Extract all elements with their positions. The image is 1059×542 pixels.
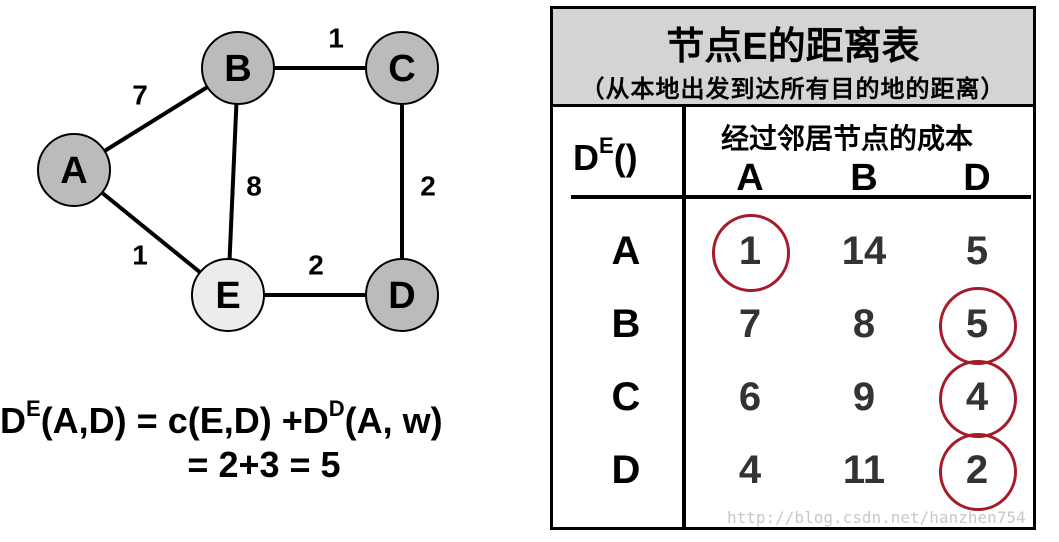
node-e: E [191, 258, 265, 332]
formula-end: (A, w) [344, 400, 443, 441]
cell-a-via-d: 5 [965, 229, 989, 273]
node-label-d: D [388, 275, 415, 317]
corner-d: D [573, 137, 599, 178]
cost-header: 经过邻居节点的成本 [721, 123, 974, 154]
formula-sup-e: E [26, 396, 41, 421]
cell-a-via-a: 1 [710, 213, 790, 292]
edge-weight-a-b: 7 [132, 80, 148, 111]
node-circle-e [191, 258, 265, 332]
node-label-b: B [224, 48, 251, 90]
distance-table: 节点E的距离表 （从本地出发到达所有目的地的距离） DE() 经过邻居节点的成本… [550, 6, 1036, 530]
edge-weight-e-d: 2 [308, 250, 324, 281]
formula-line-2: = 2+3 = 5 [187, 444, 341, 485]
row-label-d: D [611, 448, 641, 492]
node-label-a: A [60, 150, 87, 192]
network-graph: 7 1 1 8 2 2 A B C D E [37, 23, 439, 332]
formula-line-1: DE(A,D) = c(E,D) +DD(A, w) [0, 398, 520, 442]
watermark: http://blog.csdn.net/hanzhen754 [727, 508, 1026, 527]
table-header: 节点E的距离表 （从本地出发到达所有目的地的距离） [553, 9, 1033, 107]
horizontal-divider [571, 195, 1031, 199]
table-title: 节点E的距离表 [666, 26, 920, 68]
cell-a-via-b: 14 [841, 229, 887, 273]
cell-c-via-b: 9 [852, 375, 876, 419]
row-label-c: C [611, 375, 641, 419]
node-b: B [201, 31, 275, 105]
cell-d-via-d: 2 [937, 432, 1017, 511]
formula-sup-d: D [328, 396, 345, 421]
node-circle-c [365, 31, 439, 105]
cell-d-via-a: 4 [738, 448, 762, 492]
edge-weight-a-e: 1 [132, 240, 148, 271]
corner-paren: () [613, 137, 638, 178]
edge-b-e [226, 67, 240, 296]
cell-c-via-a: 6 [738, 375, 762, 419]
cell-b-via-d: 5 [937, 286, 1017, 365]
formula-d: D [0, 400, 26, 441]
cell-b-via-a: 7 [738, 302, 762, 346]
edge-weight-b-e: 8 [246, 171, 262, 202]
edge-weight-b-c: 1 [328, 23, 344, 54]
row-label-b: B [611, 302, 641, 346]
node-circle-d [365, 258, 439, 332]
nodes-layer: A B C D E [37, 31, 439, 332]
corner-label: DE() [573, 135, 638, 179]
vertical-divider [682, 107, 686, 527]
cell-c-via-d: 4 [937, 359, 1017, 438]
node-label-c: C [388, 48, 415, 90]
cell-d-via-b: 11 [842, 448, 886, 492]
node-c: C [365, 31, 439, 105]
column-header-b: B [850, 157, 878, 199]
distance-formula: DE(A,D) = c(E,D) +DD(A, w) = 2+3 = 5 [0, 398, 520, 486]
node-a: A [37, 133, 111, 207]
cell-b-via-b: 8 [852, 302, 876, 346]
node-circle-a [37, 133, 111, 207]
table-subtitle: （从本地出发到达所有目的地的距离） [580, 76, 1006, 103]
formula-middle: (A,D) = c(E,D) +D [40, 400, 329, 441]
column-header-a: A [736, 157, 764, 199]
node-circle-b [201, 31, 275, 105]
row-label-a: A [611, 229, 641, 273]
corner-sup: E [599, 133, 614, 158]
edge-weight-c-d: 2 [420, 171, 436, 202]
node-label-e: E [215, 275, 240, 317]
column-header-d: D [963, 157, 991, 199]
node-d: D [365, 258, 439, 332]
